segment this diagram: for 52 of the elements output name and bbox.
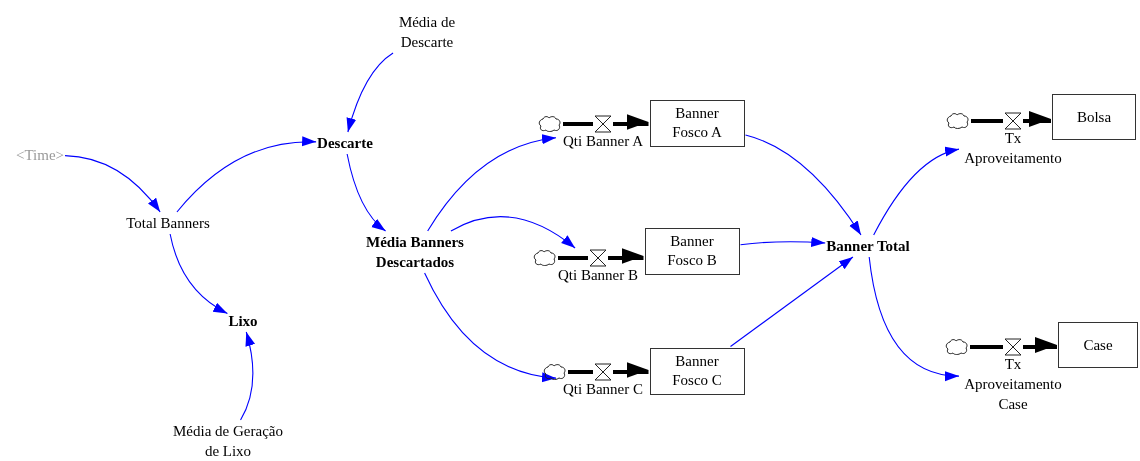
flow-pipe: [1023, 111, 1051, 127]
variable-label: Banner Total: [826, 237, 910, 256]
stock-box: [649, 347, 745, 395]
shadow-variable-label: <Time>: [16, 146, 64, 165]
flow-pipe: [613, 362, 649, 378]
flow-pipe: [558, 256, 588, 260]
arrow: [729, 256, 854, 348]
flow-label: Qti Banner C: [563, 380, 643, 399]
arrow: [169, 233, 228, 314]
variable-label: Total Banners: [126, 214, 210, 233]
flow-label: Tx Aproveitamento: [963, 129, 1063, 168]
variable-label: Lixo: [228, 312, 258, 331]
stock-box: [649, 99, 745, 147]
stock-box: [1052, 94, 1136, 140]
flow-label: Qti Banner B: [558, 266, 638, 285]
flow-pipe: [613, 114, 649, 130]
cloud-icon: [945, 338, 969, 356]
arrow: [240, 331, 255, 421]
arrow: [176, 136, 317, 213]
arrow: [873, 147, 960, 236]
variable-label: Média de Geração de Lixo: [172, 422, 284, 461]
flow-label: Qti Banner A: [563, 132, 643, 151]
cloud-icon: [946, 112, 970, 130]
arrow: [744, 134, 862, 236]
variable-label: Descarte: [317, 134, 373, 153]
arrow: [427, 134, 557, 232]
flow-pipe: [608, 248, 644, 264]
stock-label: Banner Fosco A: [671, 104, 723, 142]
arrow: [346, 153, 387, 232]
arrow: [450, 216, 576, 249]
arrow: [868, 256, 960, 381]
cloud-icon: [538, 115, 562, 133]
variable-label: Média Banners Descartados: [365, 233, 465, 272]
flow-pipe: [970, 345, 1003, 349]
stock-label: Banner Fosco B: [666, 232, 718, 270]
stock-box: [1058, 322, 1138, 368]
arrow: [64, 155, 161, 213]
stock-label: Banner Fosco C: [671, 352, 723, 390]
flow-label: Tx Aproveitamento Case: [963, 355, 1063, 414]
stock-box: [644, 227, 740, 275]
arrow: [424, 272, 557, 382]
stock-label: Bolsa: [1076, 107, 1112, 127]
flow-pipe: [568, 370, 593, 374]
flow-pipe: [1023, 337, 1057, 353]
arrow: [739, 237, 826, 248]
stock-label: Case: [1083, 335, 1113, 355]
arrow: [346, 52, 394, 133]
cloud-icon: [533, 249, 557, 267]
flow-pipe: [563, 122, 593, 126]
flow-pipe: [971, 119, 1003, 123]
cloud-icon: [543, 363, 567, 381]
variable-label: Média de Descarte: [397, 13, 457, 52]
